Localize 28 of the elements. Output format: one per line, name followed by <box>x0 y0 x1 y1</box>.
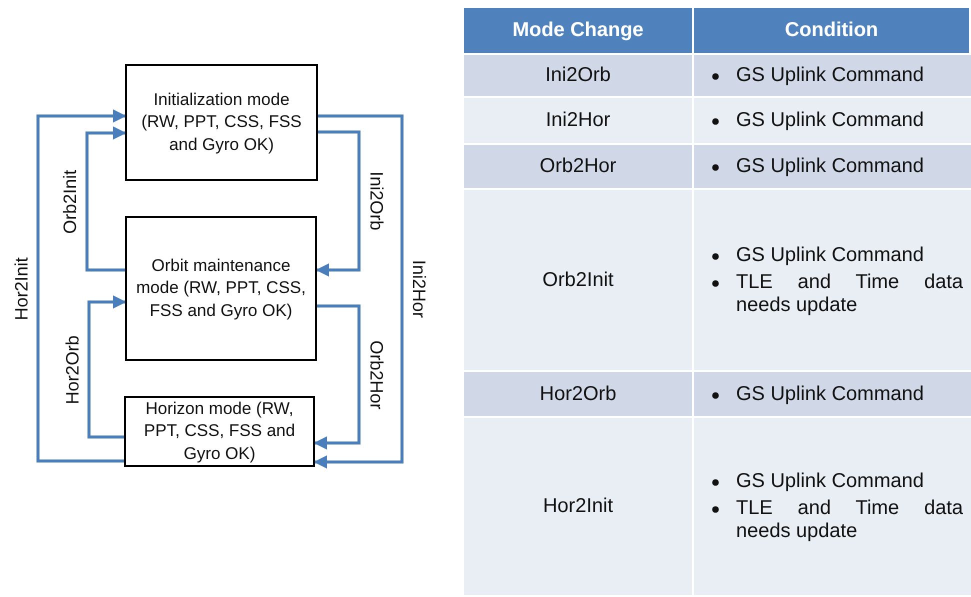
mode-label: Orbit maintenance mode (RW, PPT, CSS, FSS and Gyro OK) <box>135 255 307 322</box>
condition-text: GS Uplink Command <box>736 382 924 404</box>
condition-text: GS Uplink Command <box>736 244 924 266</box>
condition-text: GS Uplink Command <box>736 155 924 177</box>
arrow <box>88 295 126 438</box>
arrow <box>314 114 404 469</box>
condition-text: TLE and Time data needs update <box>736 497 963 542</box>
condition-text: TLE and Time data needs update <box>736 270 963 316</box>
mode-box <box>124 396 315 467</box>
arrow <box>316 130 360 277</box>
mode-box <box>125 64 318 181</box>
column-header: Condition <box>694 8 971 53</box>
mode-change-cell: Hor2Orb <box>464 370 694 416</box>
arrow <box>86 126 126 272</box>
arrow <box>314 304 360 450</box>
mode-change-cell: Orb2Hor <box>464 143 694 188</box>
mode-change-cell: Ini2Hor <box>464 96 694 143</box>
condition-text: GS Uplink Command <box>736 470 924 492</box>
mode-box <box>125 216 317 361</box>
mode-label: Horizon mode (RW, PPT, CSS, FSS and Gyro OK) <box>142 398 296 465</box>
column-header: Mode Change <box>464 8 694 53</box>
mode-change-cell: Hor2Init <box>464 416 694 595</box>
mode-change-cell: Ini2Orb <box>464 53 694 96</box>
mode-label: Initialization mode (RW, PPT, CSS, FSS and Gyro OK) <box>140 89 303 156</box>
condition-text: GS Uplink Command <box>736 64 924 86</box>
mode-change-cell: Orb2Init <box>464 188 694 370</box>
arrow <box>36 109 126 462</box>
condition-text: GS Uplink Command <box>736 109 924 131</box>
